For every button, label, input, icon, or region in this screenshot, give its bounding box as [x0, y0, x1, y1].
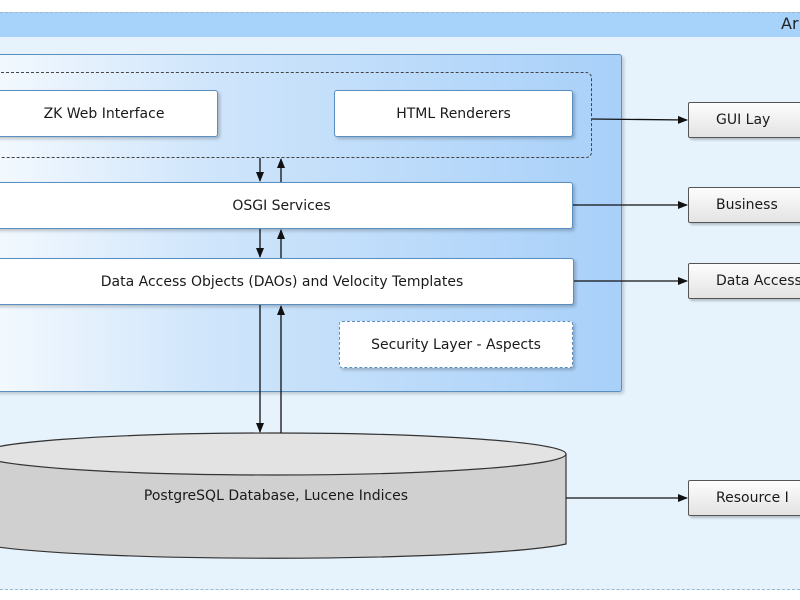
html-renderers-box: HTML Renderers — [334, 90, 573, 137]
database-label: PostgreSQL Database, Lucene Indices — [143, 488, 409, 504]
daos-box: Data Access Objects (DAOs) and Velocity … — [0, 258, 574, 305]
database-cylinder — [0, 432, 567, 559]
layer-resource: Resource I — [688, 480, 800, 516]
ui-group — [0, 72, 592, 158]
frame-title: Ar — [781, 14, 799, 33]
layer-data-access: Data Access — [688, 263, 800, 299]
security-layer-box: Security Layer - Aspects — [339, 321, 573, 368]
layer-gui: GUI Lay — [688, 102, 800, 138]
zk-web-interface-box: ZK Web Interface — [0, 90, 218, 137]
tier-connectors — [256, 158, 285, 433]
osgi-services-box: OSGI Services — [0, 182, 573, 229]
layer-business: Business — [688, 187, 800, 223]
layer-connectors — [566, 115, 688, 502]
frame-header — [0, 12, 800, 37]
